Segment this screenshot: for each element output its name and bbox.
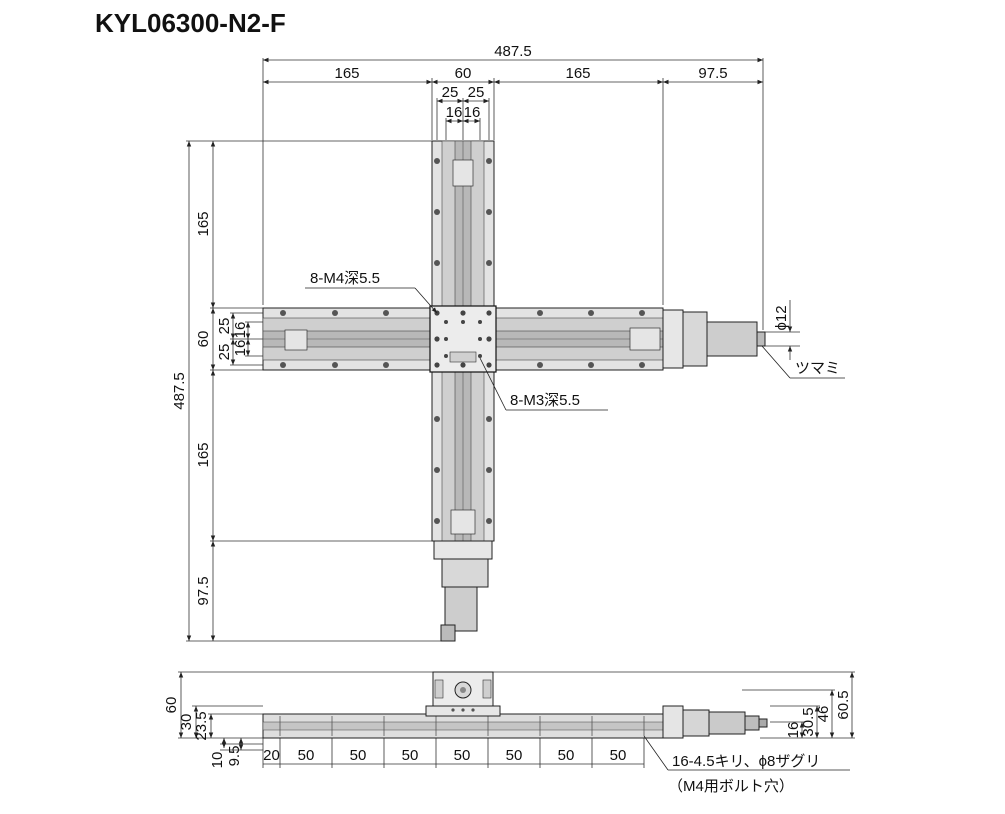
dim-h-16-a: 16	[446, 104, 463, 121]
top-extension-lines	[186, 58, 764, 642]
dim-overall-width: 487.5	[494, 43, 532, 60]
hole-note-line-2: （M4用ボルト穴）	[668, 778, 794, 795]
side-pitch-label: 20	[263, 747, 280, 764]
side-dim-30-5: 30.5	[800, 707, 817, 736]
callout-knob-text: ツマミ	[795, 360, 840, 377]
hole-note-line-1: 16-4.5キリ、ϕ8ザグリ	[672, 753, 820, 770]
dim-h-16-b: 16	[464, 104, 481, 121]
dim-right-97-5: 97.5	[698, 65, 727, 82]
side-dim-16: 16	[785, 722, 802, 739]
side-view: 60 30 23.5 10 9.5 60.5 46 30.5 16	[163, 671, 855, 795]
side-pitch-label: 50	[298, 747, 315, 764]
dim-center-60: 60	[455, 65, 472, 82]
dim-v-16-b: 16	[232, 340, 249, 357]
side-right-dim-lines	[760, 672, 855, 739]
side-motor	[662, 705, 768, 739]
callout-m4-text: 8-M4深5.5	[310, 270, 380, 287]
center-table	[429, 305, 497, 373]
top-vertical-dim-lines	[186, 141, 251, 641]
dim-right-165: 165	[565, 65, 590, 82]
side-dim-10: 10	[209, 752, 226, 769]
dim-h-25-a: 25	[442, 84, 459, 101]
side-extension-lines	[178, 671, 855, 768]
callout-phi12: ϕ12	[765, 300, 800, 360]
side-pitch-label: 50	[454, 747, 471, 764]
dim-v-25-b: 25	[216, 344, 233, 361]
dim-bottom-97-5: 97.5	[195, 576, 212, 605]
side-base-rail	[262, 713, 664, 739]
callout-phi12-text: ϕ12	[773, 305, 790, 330]
dim-left-165: 165	[334, 65, 359, 82]
side-pitch-label: 50	[350, 747, 367, 764]
dim-v-center-60: 60	[195, 331, 212, 348]
side-pitch-label: 50	[558, 747, 575, 764]
side-pitch-label: 50	[402, 747, 419, 764]
callout-knob: ツマミ	[761, 345, 845, 379]
side-left-dim-lines	[178, 672, 244, 750]
dim-v-25-a: 25	[216, 318, 233, 335]
x-axis-stage	[262, 307, 766, 371]
side-dim-23-5: 23.5	[193, 711, 210, 740]
callout-m4: 8-M4深5.5	[305, 270, 438, 314]
side-dim-46: 46	[815, 706, 832, 723]
dim-h-25-b: 25	[468, 84, 485, 101]
side-dim-30: 30	[178, 714, 195, 731]
top-view: 487.5 165 60 165 97.5 25 25 16 16 487.5 …	[171, 43, 845, 642]
dim-bottom-165: 165	[195, 442, 212, 467]
dim-top-165: 165	[195, 211, 212, 236]
side-pitch-label: 50	[610, 747, 627, 764]
callout-holes: 16-4.5キリ、ϕ8ザグリ （M4用ボルト穴）	[643, 735, 850, 795]
side-pitch-labels: 20 50 50 50 50 50 50 50	[263, 747, 626, 764]
side-dim-60-5: 60.5	[835, 690, 852, 719]
top-horizontal-dim-lines	[263, 57, 763, 124]
side-carriage	[425, 671, 501, 717]
dim-overall-height: 487.5	[171, 372, 188, 410]
side-dim-60: 60	[163, 697, 180, 714]
callout-m3-text: 8-M3深5.5	[510, 392, 580, 409]
dim-v-16-a: 16	[232, 322, 249, 339]
callout-m3: 8-M3深5.5	[479, 357, 608, 411]
y-axis-stage	[431, 140, 495, 642]
drawing-title: KYL06300-N2-F	[95, 8, 286, 38]
side-pitch-label: 50	[506, 747, 523, 764]
side-dim-9-5: 9.5	[226, 746, 243, 767]
